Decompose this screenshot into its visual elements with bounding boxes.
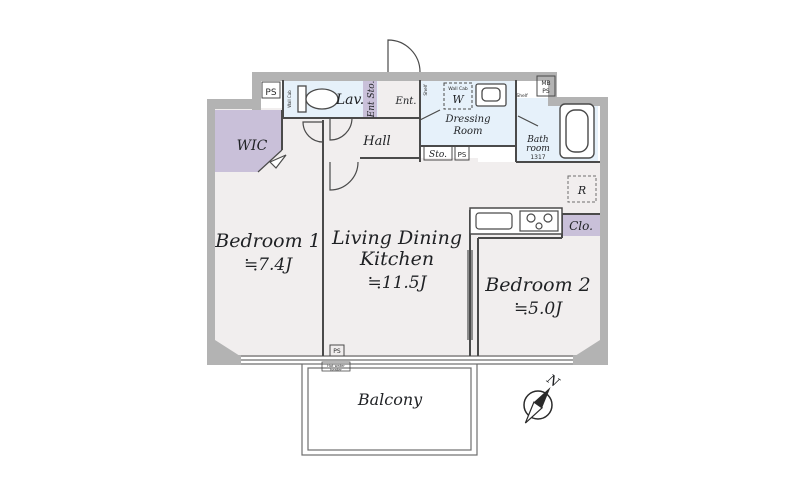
ldk-name-line1: Living Dining (331, 227, 462, 249)
balcony-ps-box (329, 344, 345, 357)
bedroom-1-door (302, 121, 324, 143)
kitchen-sink (475, 212, 513, 230)
ent-name: Ent. (395, 96, 417, 107)
bathtub-icon (559, 103, 595, 159)
bedroom-1-name: Bedroom 1 (214, 230, 320, 252)
refrigerator-space (567, 175, 597, 203)
ent-sto-floor (363, 81, 377, 117)
balcony-name: Balcony (357, 390, 423, 409)
bath-code: 1317 (530, 154, 545, 161)
hot-water-line1: Hot water (327, 364, 345, 368)
lav-door (329, 117, 353, 141)
closet-name: Clo. (569, 219, 593, 233)
compass-label: N (543, 371, 562, 391)
hall-ps-box (454, 145, 470, 161)
hot-water-line2: heater (330, 368, 342, 372)
refrigerator-label: R (577, 184, 586, 197)
toilet-icon (297, 85, 339, 113)
closet-floor (562, 214, 600, 236)
labels: Bedroom 1 ≒7.4J Living Dining Kitchen ≒1… (214, 80, 593, 409)
dressing-name-line2: Room (452, 126, 482, 137)
bath-name-line1: Bath (526, 135, 548, 145)
wall-cab-label: Wall Cab (448, 86, 468, 92)
bedroom-2-name: Bedroom 2 (484, 274, 590, 296)
ps-top-left: PS (265, 88, 276, 98)
washer-space (443, 82, 473, 110)
mb-ps-label: PS (542, 88, 550, 95)
doors (257, 39, 539, 340)
compass-icon: N (523, 371, 562, 424)
ldk-door (329, 161, 359, 191)
wall-cab-small-label: Wall Cab (287, 90, 292, 108)
dressing-door (419, 109, 441, 121)
sto-box (423, 145, 453, 161)
hall-name: Hall (362, 134, 390, 149)
ent-sto-name: Ent Sto. (367, 80, 377, 118)
shelf-right-label: Shelf (516, 93, 528, 99)
dressing-name-line1: Dressing (444, 114, 490, 125)
ldk-name-line2: Kitchen (359, 248, 434, 270)
entrance-door (387, 39, 421, 73)
bath-name-line2: room (526, 144, 550, 154)
kitchen-counter (469, 207, 563, 235)
wic-name: WIC (237, 138, 268, 154)
windows (241, 355, 573, 365)
bedroom-1-size: ≒7.4J (244, 255, 293, 275)
ps-balcony: PS (333, 348, 341, 355)
wic-door (257, 149, 283, 173)
sto-name: Sto. (429, 150, 447, 160)
balcony (301, 363, 478, 456)
ps-hall: PS (458, 151, 467, 159)
washer-label: W (452, 93, 465, 106)
lav-name: Lav. (335, 92, 364, 108)
mb-label: MB (541, 80, 550, 87)
stove-icon (519, 210, 559, 232)
mb-ps-box (536, 75, 556, 97)
wic-floor (215, 110, 282, 172)
storage-areas (215, 81, 600, 236)
bath-door (517, 115, 539, 127)
heater-box (321, 361, 351, 372)
washbasin-icon (475, 83, 507, 107)
top-ps-box (261, 81, 281, 99)
bedroom-2-floor (478, 238, 600, 357)
shelf-left-label: Shelf (423, 84, 429, 96)
entrance-floor (378, 80, 420, 120)
ldk-size: ≒11.5J (368, 273, 428, 293)
bedroom-2-size: ≒5.0J (514, 299, 563, 319)
